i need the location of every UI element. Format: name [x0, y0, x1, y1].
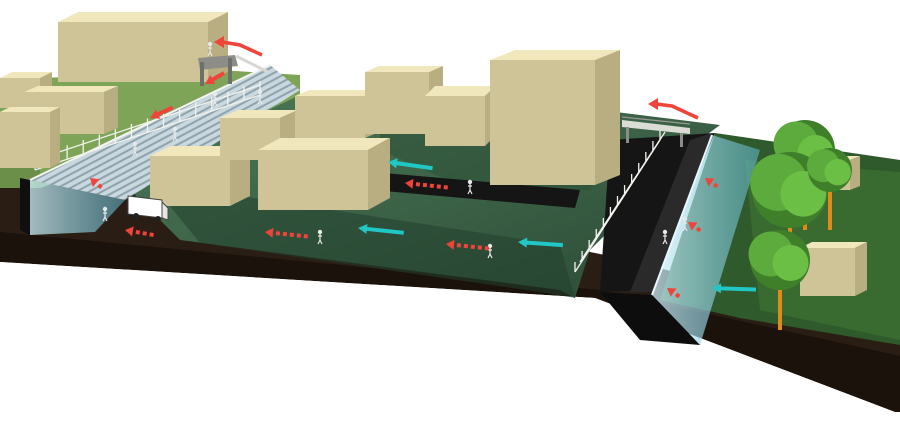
- buildings-group: [0, 12, 867, 296]
- trees-group: [748, 120, 852, 330]
- pedestrian-route-arrow-icon: [265, 227, 308, 239]
- pedestrian-route-arrow-icon: [150, 105, 174, 119]
- pedestrian-route-arrow-icon: [446, 239, 489, 251]
- person-icon: [132, 141, 138, 157]
- footbridge-right: [621, 116, 691, 147]
- pedestrian-route-arrow-icon: [648, 98, 699, 120]
- person-icon: [212, 91, 218, 107]
- pedestrian-route-arrow-icon: [667, 288, 681, 299]
- building-icon: [425, 86, 495, 146]
- flow-arrows-group: [90, 36, 757, 299]
- tree-icon: [806, 148, 852, 230]
- van-icon: [127, 195, 169, 222]
- person-icon: [467, 179, 473, 195]
- footbridge-left: [198, 54, 269, 86]
- water-flow-arrow-icon: [712, 283, 757, 294]
- glass-wall-right: [600, 134, 760, 345]
- stepped-embankment-left: [20, 64, 300, 235]
- people-group: [102, 41, 688, 259]
- water-flow-arrow-icon: [358, 223, 404, 235]
- person-icon: [317, 229, 323, 245]
- pedestrian-route-arrow-icon: [214, 36, 263, 57]
- fence-left: [34, 81, 261, 171]
- building-icon: [490, 50, 620, 185]
- person-icon: [172, 126, 178, 142]
- building-icon: [0, 107, 60, 168]
- person-icon: [682, 216, 688, 232]
- water-flow-arrow-icon: [388, 158, 433, 171]
- building-icon: [800, 242, 867, 296]
- building-icon: [258, 138, 390, 210]
- fence-right: [574, 130, 666, 273]
- pedestrian-route-arrow-icon: [125, 226, 154, 238]
- person-icon: [257, 89, 263, 105]
- tree-icon: [748, 230, 810, 330]
- person-icon: [207, 41, 213, 57]
- person-icon: [487, 243, 493, 259]
- pedestrian-route-arrow-icon: [705, 178, 719, 189]
- person-icon: [102, 206, 108, 222]
- water-flow-arrow-icon: [518, 237, 564, 248]
- person-icon: [662, 229, 668, 245]
- pedestrian-route-arrow-icon: [90, 178, 103, 190]
- pedestrian-route-arrow-icon: [688, 222, 702, 233]
- road-strips: [372, 133, 715, 292]
- pedestrian-route-arrow-icon: [405, 178, 448, 190]
- pedestrian-route-arrow-icon: [205, 71, 226, 84]
